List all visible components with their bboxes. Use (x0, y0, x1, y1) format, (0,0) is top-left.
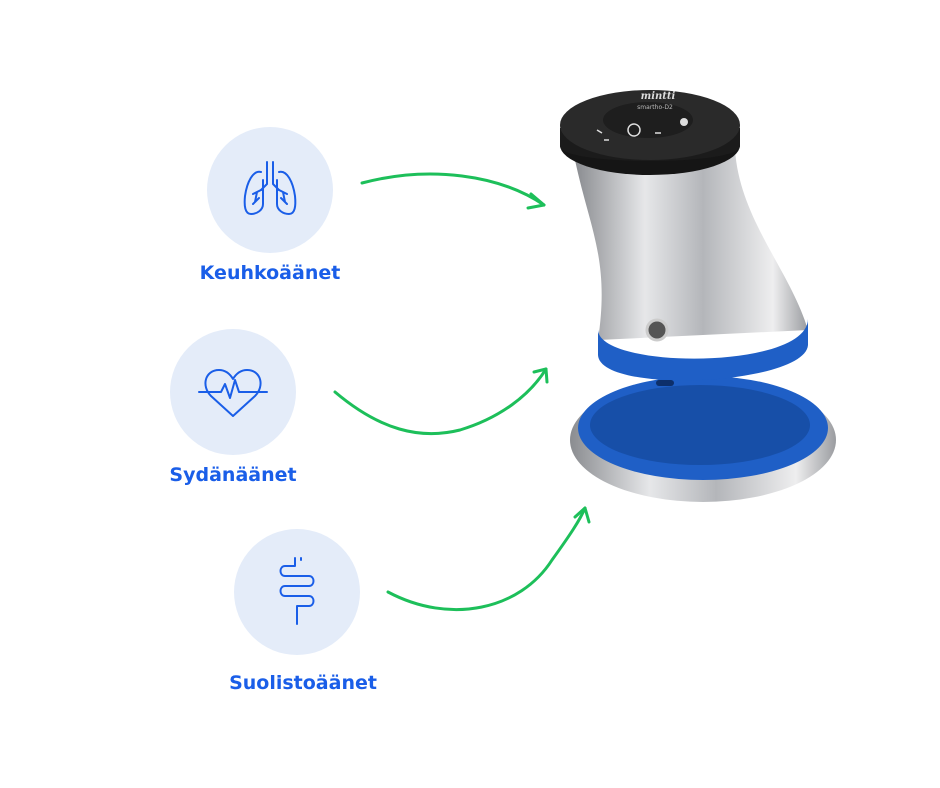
arrowhead-heart (532, 367, 549, 384)
arrow-lungs (360, 172, 546, 207)
lungs-circle (207, 127, 333, 253)
arrowhead-lungs (526, 192, 546, 210)
intestine-circle (234, 529, 360, 655)
bowel-sounds-label: Suolistoäänet (229, 672, 377, 694)
intestine-icon (279, 557, 315, 625)
arrow-heart (333, 367, 548, 436)
arrowhead-bowel (573, 506, 591, 524)
heart-pulse-icon (198, 369, 268, 417)
lung-sounds-label: Keuhkoäänet (199, 262, 341, 284)
arrow-bowel (386, 506, 587, 611)
lungs-icon (243, 161, 297, 215)
heart-circle (170, 329, 296, 455)
heart-sounds-label: Sydänäänet (169, 464, 297, 486)
device-model: smartho-D2 (637, 104, 673, 111)
device-brand: mintti (641, 91, 676, 102)
